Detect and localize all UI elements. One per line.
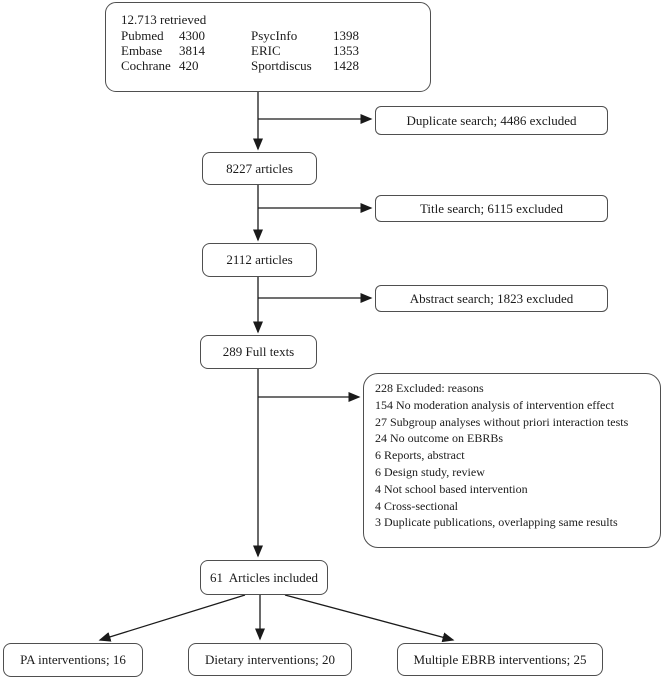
reason-line: 3 Duplicate publications, overlapping sa… (375, 515, 618, 530)
retrieved-box: 12.713 retrieved Pubmed 4300 PsycInfo 13… (105, 2, 431, 92)
source-name: ERIC (251, 42, 281, 58)
retrieved-total: 12.713 retrieved (121, 12, 207, 27)
source-name: Cochrane (121, 57, 171, 73)
source-count: 4300 (179, 27, 205, 43)
outcome-box-multiple-ebrb-interventions: Multiple EBRB interventions; 25 (397, 643, 603, 676)
stage-box-2112-articles: 2112 articles (202, 243, 317, 277)
reason-line: 154 No moderation analysis of interventi… (375, 397, 615, 412)
exclusion-box-title-search: Title search; 6115 excluded (375, 195, 608, 222)
reason-line: 27 Subgroup analyses without priori inte… (375, 414, 629, 429)
exclusion-box-abstract-search: Abstract search; 1823 excluded (375, 285, 608, 312)
source-count: 1398 (333, 27, 359, 43)
stage-box-8227-articles: 8227 articles (202, 152, 317, 185)
source-name: Pubmed (121, 27, 164, 43)
source-name: PsycInfo (251, 27, 298, 43)
reason-line: 6 Design study, review (375, 464, 485, 479)
source-count: 420 (179, 57, 199, 73)
source-count: 1353 (333, 42, 359, 58)
source-count: 1428 (333, 57, 359, 73)
outcome-box-dietary-interventions: Dietary interventions; 20 (188, 643, 352, 676)
source-table: Pubmed 4300 PsycInfo 1398 Embase 3814 ER… (121, 28, 420, 73)
outcome-box-pa-interventions: PA interventions; 16 (3, 643, 143, 677)
reason-line: 228 Excluded: reasons (375, 381, 484, 395)
source-count: 3814 (179, 42, 205, 58)
source-name: Embase (121, 42, 163, 58)
exclusion-box-duplicate-search: Duplicate search; 4486 excluded (375, 106, 608, 135)
reason-line: 4 Not school based intervention (375, 481, 528, 496)
reason-line: 4 Cross-sectional (375, 498, 458, 513)
reason-line: 6 Reports, abstract (375, 448, 465, 463)
stage-box-61-articles-included: 61 Articles included (200, 560, 328, 595)
reason-line: 24 No outcome on EBRBs (375, 431, 503, 446)
excluded-reasons-box: 228 Excluded: reasons 154 No moderation … (363, 373, 661, 548)
source-name: Sportdiscus (251, 57, 312, 73)
stage-box-289-full-texts: 289 Full texts (200, 335, 317, 369)
